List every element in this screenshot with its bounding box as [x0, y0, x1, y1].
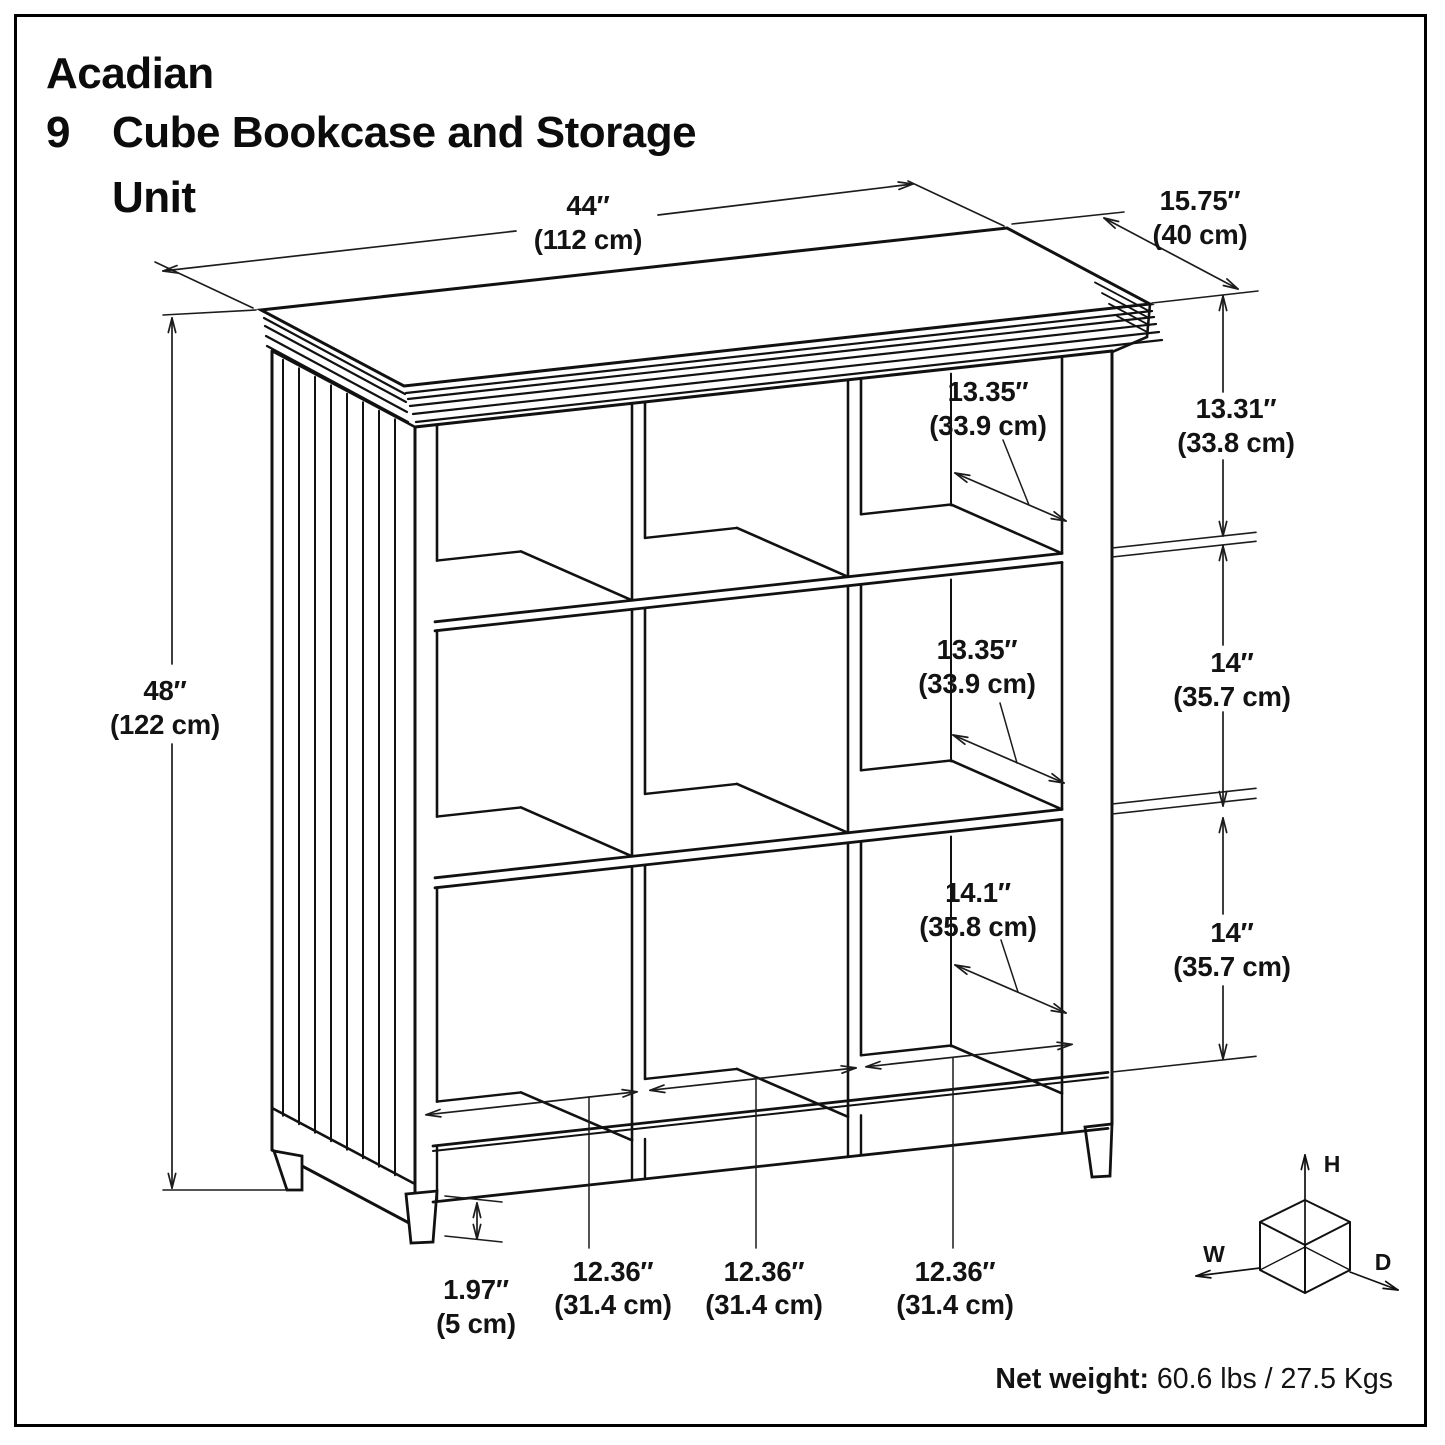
dim-cube-width-2-metric: (31.4 cm)	[705, 1289, 822, 1320]
axis-cube-icon: H W D	[1195, 1151, 1399, 1295]
dim-middle-cube-height-inches: 14″	[1210, 647, 1253, 678]
dim-leg-height-metric: (5 cm)	[436, 1308, 516, 1339]
dimension-annotations: 44″(112 cm) 15.75″(40 cm) 48″(122 cm) 13.31…	[110, 180, 1295, 1339]
dim-cube-width-1-inches: 12.36″	[573, 1256, 654, 1287]
dim-middle-cube-depth-inches: 13.35″	[937, 634, 1018, 665]
net-weight-label: Net weight:	[995, 1363, 1149, 1395]
dim-cube-width-2-inches: 12.36″	[724, 1256, 805, 1287]
title-cube-count: 9	[46, 108, 70, 157]
dim-overall-depth-inches: 15.75″	[1160, 185, 1241, 216]
net-weight-value: 60.6 lbs / 27.5 Kgs	[1149, 1363, 1393, 1395]
dim-top-cube-depth-inches: 13.35″	[948, 376, 1029, 407]
title-block: Acadian 9 Cube Bookcase and Storage Unit	[46, 44, 697, 227]
dim-middle-cube-height-metric: (35.7 cm)	[1173, 681, 1290, 712]
dim-overall-height-inches: 48″	[143, 675, 186, 706]
dim-overall-width-metric: (112 cm)	[534, 224, 642, 255]
title-name-2: Unit	[112, 173, 196, 222]
net-weight: Net weight: 60.6 lbs / 27.5 Kgs	[995, 1363, 1393, 1396]
dim-cube-width-3-metric: (31.4 cm)	[896, 1289, 1013, 1320]
dim-bottom-cube-height-metric: (35.7 cm)	[1173, 951, 1290, 982]
dim-cube-width-1-metric: (31.4 cm)	[554, 1289, 671, 1320]
title-product-line: Acadian	[46, 49, 214, 98]
dim-overall-width-inches: 44″	[566, 190, 609, 221]
dim-bottom-cube-depth-inches: 14.1″	[945, 877, 1011, 908]
dim-bottom-cube-depth-metric: (35.8 cm)	[919, 911, 1036, 942]
dim-cube-width-3-inches: 12.36″	[915, 1256, 996, 1287]
depth-axis-icon: D	[1375, 1249, 1392, 1275]
dim-top-cube-height-inches: 13.31″	[1196, 393, 1277, 424]
dim-bottom-cube-height-inches: 14″	[1210, 917, 1253, 948]
height-axis-icon: H	[1324, 1151, 1341, 1177]
bookcase-drawing	[255, 226, 1164, 1245]
dim-middle-cube-depth-metric: (33.9 cm)	[918, 668, 1035, 699]
width-axis-icon: W	[1203, 1241, 1225, 1267]
dim-overall-depth-metric: (40 cm)	[1153, 219, 1248, 250]
dim-top-cube-depth-metric: (33.9 cm)	[929, 410, 1046, 441]
dim-leg-height-inches: 1.97″	[443, 1274, 509, 1305]
title-name: Cube Bookcase and Storage	[112, 108, 697, 157]
dim-top-cube-height-metric: (33.8 cm)	[1177, 427, 1294, 458]
dim-overall-height-metric: (122 cm)	[110, 709, 220, 740]
